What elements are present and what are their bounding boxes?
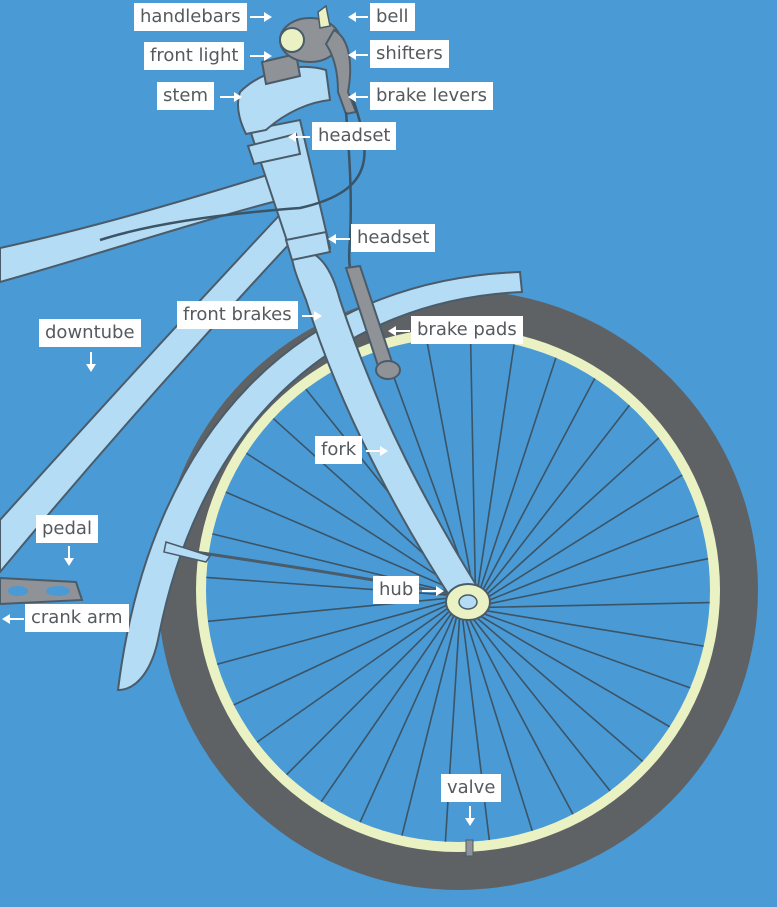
label-hub: hub [373,576,419,604]
light-lens [280,28,304,52]
label-downtube: downtube [39,319,141,347]
label-crank-arm: crank arm [25,604,129,632]
brake-lever-shape [326,30,356,114]
bell-body [318,6,330,28]
arrowhead-downtube [86,364,96,372]
label-brake-pads: brake pads [411,316,523,344]
arrowhead-crank-arm [2,614,10,624]
label-headset-lower: headset [351,224,435,252]
label-pedal: pedal [36,515,98,543]
label-valve: valve [441,774,501,802]
brake-pad-shape [376,361,400,379]
label-brake-levers: brake levers [370,82,493,110]
label-fork: fork [315,436,362,464]
pedal-slot-1 [8,586,28,596]
label-front-light: front light [144,42,244,70]
valve-stem [466,840,473,856]
label-bell: bell [370,3,415,31]
hub-center [459,595,477,609]
label-headset-top: headset [312,122,396,150]
arrowhead-pedal [64,558,74,566]
label-handlebars: handlebars [134,3,247,31]
arrowhead-bell [348,12,356,22]
label-front-brakes: front brakes [177,301,298,329]
arrowhead-handlebars [264,12,272,22]
label-shifters: shifters [370,40,449,68]
label-stem: stem [157,82,214,110]
pedal-slot-2 [46,586,70,596]
